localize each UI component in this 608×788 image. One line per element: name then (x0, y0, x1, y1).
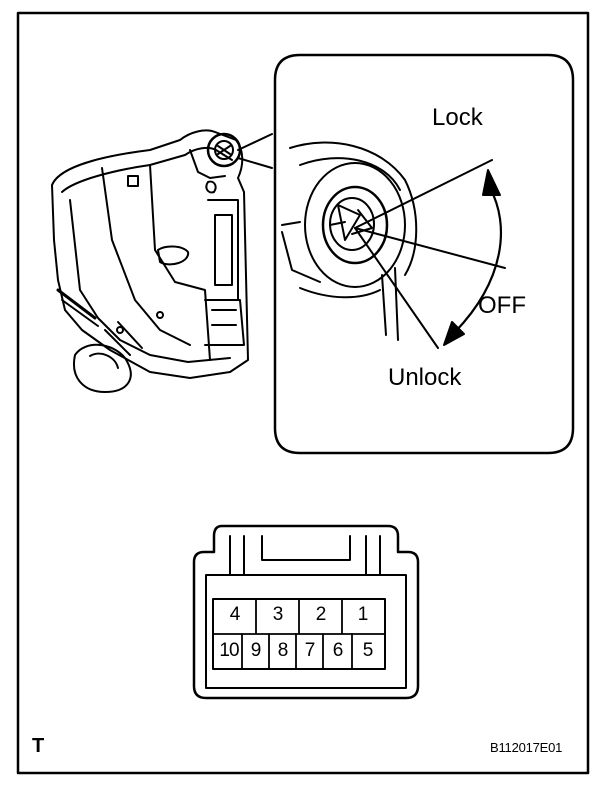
figure-border (16, 11, 590, 775)
pin-number: 4 (229, 604, 241, 625)
pin-number: 7 (304, 640, 316, 661)
unlock-position-label: Unlock (388, 364, 462, 391)
lock-position-label: Lock (432, 104, 483, 131)
callout-leader (237, 133, 273, 169)
figure-code: B112017E01 (490, 740, 563, 755)
off-position-label: OFF (478, 292, 526, 319)
pin-number: 2 (315, 604, 327, 625)
pin-number: 6 (332, 640, 344, 661)
zoom-callout-box (273, 53, 575, 455)
connector-housing (192, 524, 420, 700)
pin-number: 10 (219, 640, 239, 661)
pin-number: 1 (357, 604, 369, 625)
corner-mark: T (32, 735, 45, 757)
door-lock-assembly (51, 129, 249, 393)
pin-number: 5 (362, 640, 374, 661)
magnified-lock-switch (281, 141, 418, 341)
pin-number: 3 (272, 604, 284, 625)
pin-number: 8 (277, 640, 289, 661)
pin-number: 9 (250, 640, 262, 661)
switch-position-indicators (354, 159, 506, 349)
